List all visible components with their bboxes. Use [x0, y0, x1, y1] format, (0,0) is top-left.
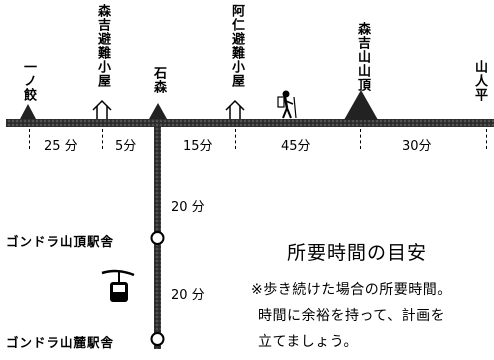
peak-label-yamabitohira: 山人平: [472, 60, 487, 102]
ridge-trail-line: [6, 119, 494, 127]
ridge-tick: [360, 129, 361, 149]
ridge-tick: [102, 129, 103, 149]
peak-ichinosaka: [20, 104, 36, 119]
hut-label-moriyoshi: 森吉避難小屋: [95, 4, 110, 88]
peak-ishimori: [149, 103, 167, 119]
legend-note-line3: 立てましょう。: [258, 334, 358, 350]
legend-note-line2: 時間に余裕を持って、計画を: [258, 308, 446, 324]
gondola-icon: [101, 269, 135, 302]
peak-label-ishimori: 石森: [151, 66, 166, 94]
hut-ani: [225, 99, 245, 119]
time-ishimori-to-ani-hut: 15分: [183, 139, 213, 154]
peak-label-moriyoshi-summit: 森吉山山頂: [355, 22, 370, 92]
hut-label-ani: 阿仁避難小屋: [229, 4, 244, 88]
station-summit-marker: [150, 231, 165, 245]
peak-label-ichinosaka: 一ノ餃: [21, 60, 36, 102]
time-moriyoshi-hut-to-ishimori: 5分: [115, 139, 137, 154]
hut-moriyoshi: [92, 99, 112, 119]
ridge-tick: [486, 129, 487, 149]
hiker-icon: [277, 90, 297, 119]
ridge-tick: [29, 129, 30, 149]
legend-title: 所要時間の目安: [287, 242, 428, 264]
station-base-marker: [150, 332, 165, 346]
summit-station-label: ゴンドラ山頂駅舎: [6, 234, 115, 249]
time-ani-hut-to-summit: 45分: [281, 139, 311, 154]
time-summit-to-yamabitohira: 30分: [402, 139, 432, 154]
time-ishimori-to-summit-station: 20 分: [171, 200, 205, 215]
time-gondola-ride: 20 分: [171, 288, 205, 303]
ridge-tick: [235, 129, 236, 149]
base-station-label: ゴンドラ山麓駅舎: [6, 335, 115, 350]
time-ichinosaka-to-moriyoshi-hut: 25 分: [44, 139, 78, 154]
peak-moriyoshi-summit: [344, 90, 378, 120]
legend-note-line1: ※歩き続けた場合の所要時間。: [251, 282, 452, 298]
